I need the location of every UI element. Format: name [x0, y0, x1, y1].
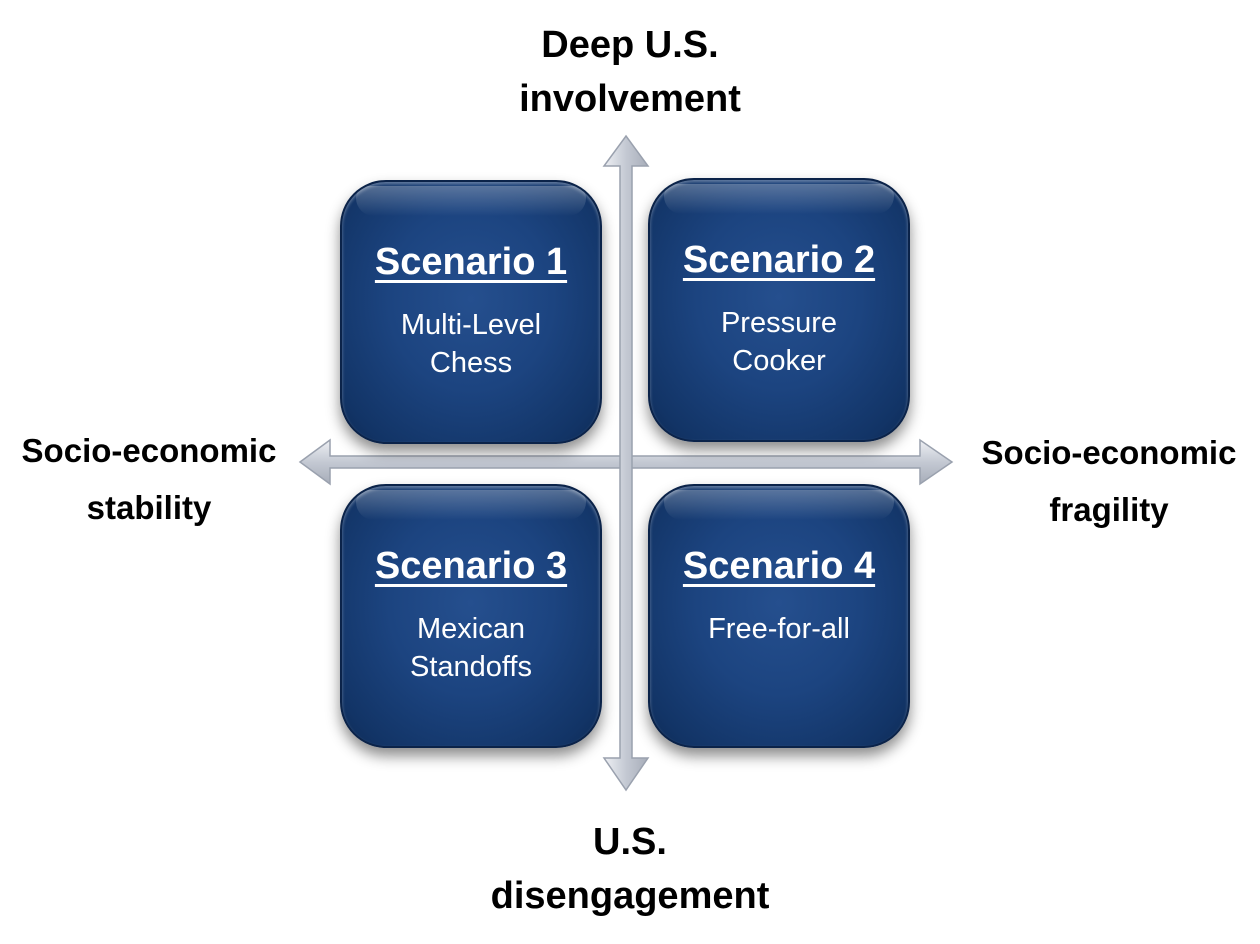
- scenario-3-description-line-1: Mexican: [417, 613, 525, 645]
- scenario-1-title: Scenario 1: [374, 241, 568, 283]
- axis-label-top: Deep U.S. involvement: [430, 18, 830, 126]
- axis-label-right-line-1: Socio-economic: [981, 434, 1237, 471]
- axis-label-bottom-line-1: U.S.: [593, 821, 667, 863]
- scenario-4-title: Scenario 4: [682, 545, 876, 587]
- axis-label-left: Socio-economic stability: [0, 422, 298, 536]
- scenario-3-title: Scenario 3: [374, 545, 568, 587]
- axis-label-left-line-2: stability: [86, 489, 212, 526]
- axis-label-right-line-2: fragility: [1049, 491, 1169, 528]
- scenario-3-box: Scenario 3 Mexican Standoffs: [340, 484, 602, 748]
- scenario-1-description-line-2: Chess: [429, 347, 513, 379]
- scenario-1-description: Multi-Level Chess: [352, 306, 590, 382]
- scenario-3-description: Mexican Standoffs: [352, 610, 590, 686]
- scenario-2-description-line-1: Pressure: [720, 307, 838, 339]
- axis-label-bottom-line-2: disengagement: [490, 875, 770, 917]
- axis-label-right: Socio-economic fragility: [968, 424, 1250, 538]
- axis-label-top-line-1: Deep U.S.: [541, 24, 719, 66]
- axis-label-top-line-2: involvement: [519, 78, 741, 120]
- scenario-2-description-line-2: Cooker: [732, 345, 826, 377]
- scenario-1-box: Scenario 1 Multi-Level Chess: [340, 180, 602, 444]
- axis-label-bottom: U.S. disengagement: [430, 815, 830, 923]
- scenario-4-description-line-1: Free-for-all: [708, 613, 850, 645]
- scenario-2-title: Scenario 2: [682, 239, 876, 281]
- vertical-axis-arrow: [602, 134, 650, 792]
- scenario-4-description: Free-for-all: [660, 610, 898, 648]
- scenario-4-box: Scenario 4 Free-for-all: [648, 484, 910, 748]
- scenario-2-box: Scenario 2 Pressure Cooker: [648, 178, 910, 442]
- scenario-2-description: Pressure Cooker: [660, 304, 898, 380]
- scenario-1-description-line-1: Multi-Level: [400, 309, 542, 341]
- axis-label-left-line-1: Socio-economic: [21, 432, 277, 469]
- scenario-3-description-line-2: Standoffs: [409, 651, 532, 683]
